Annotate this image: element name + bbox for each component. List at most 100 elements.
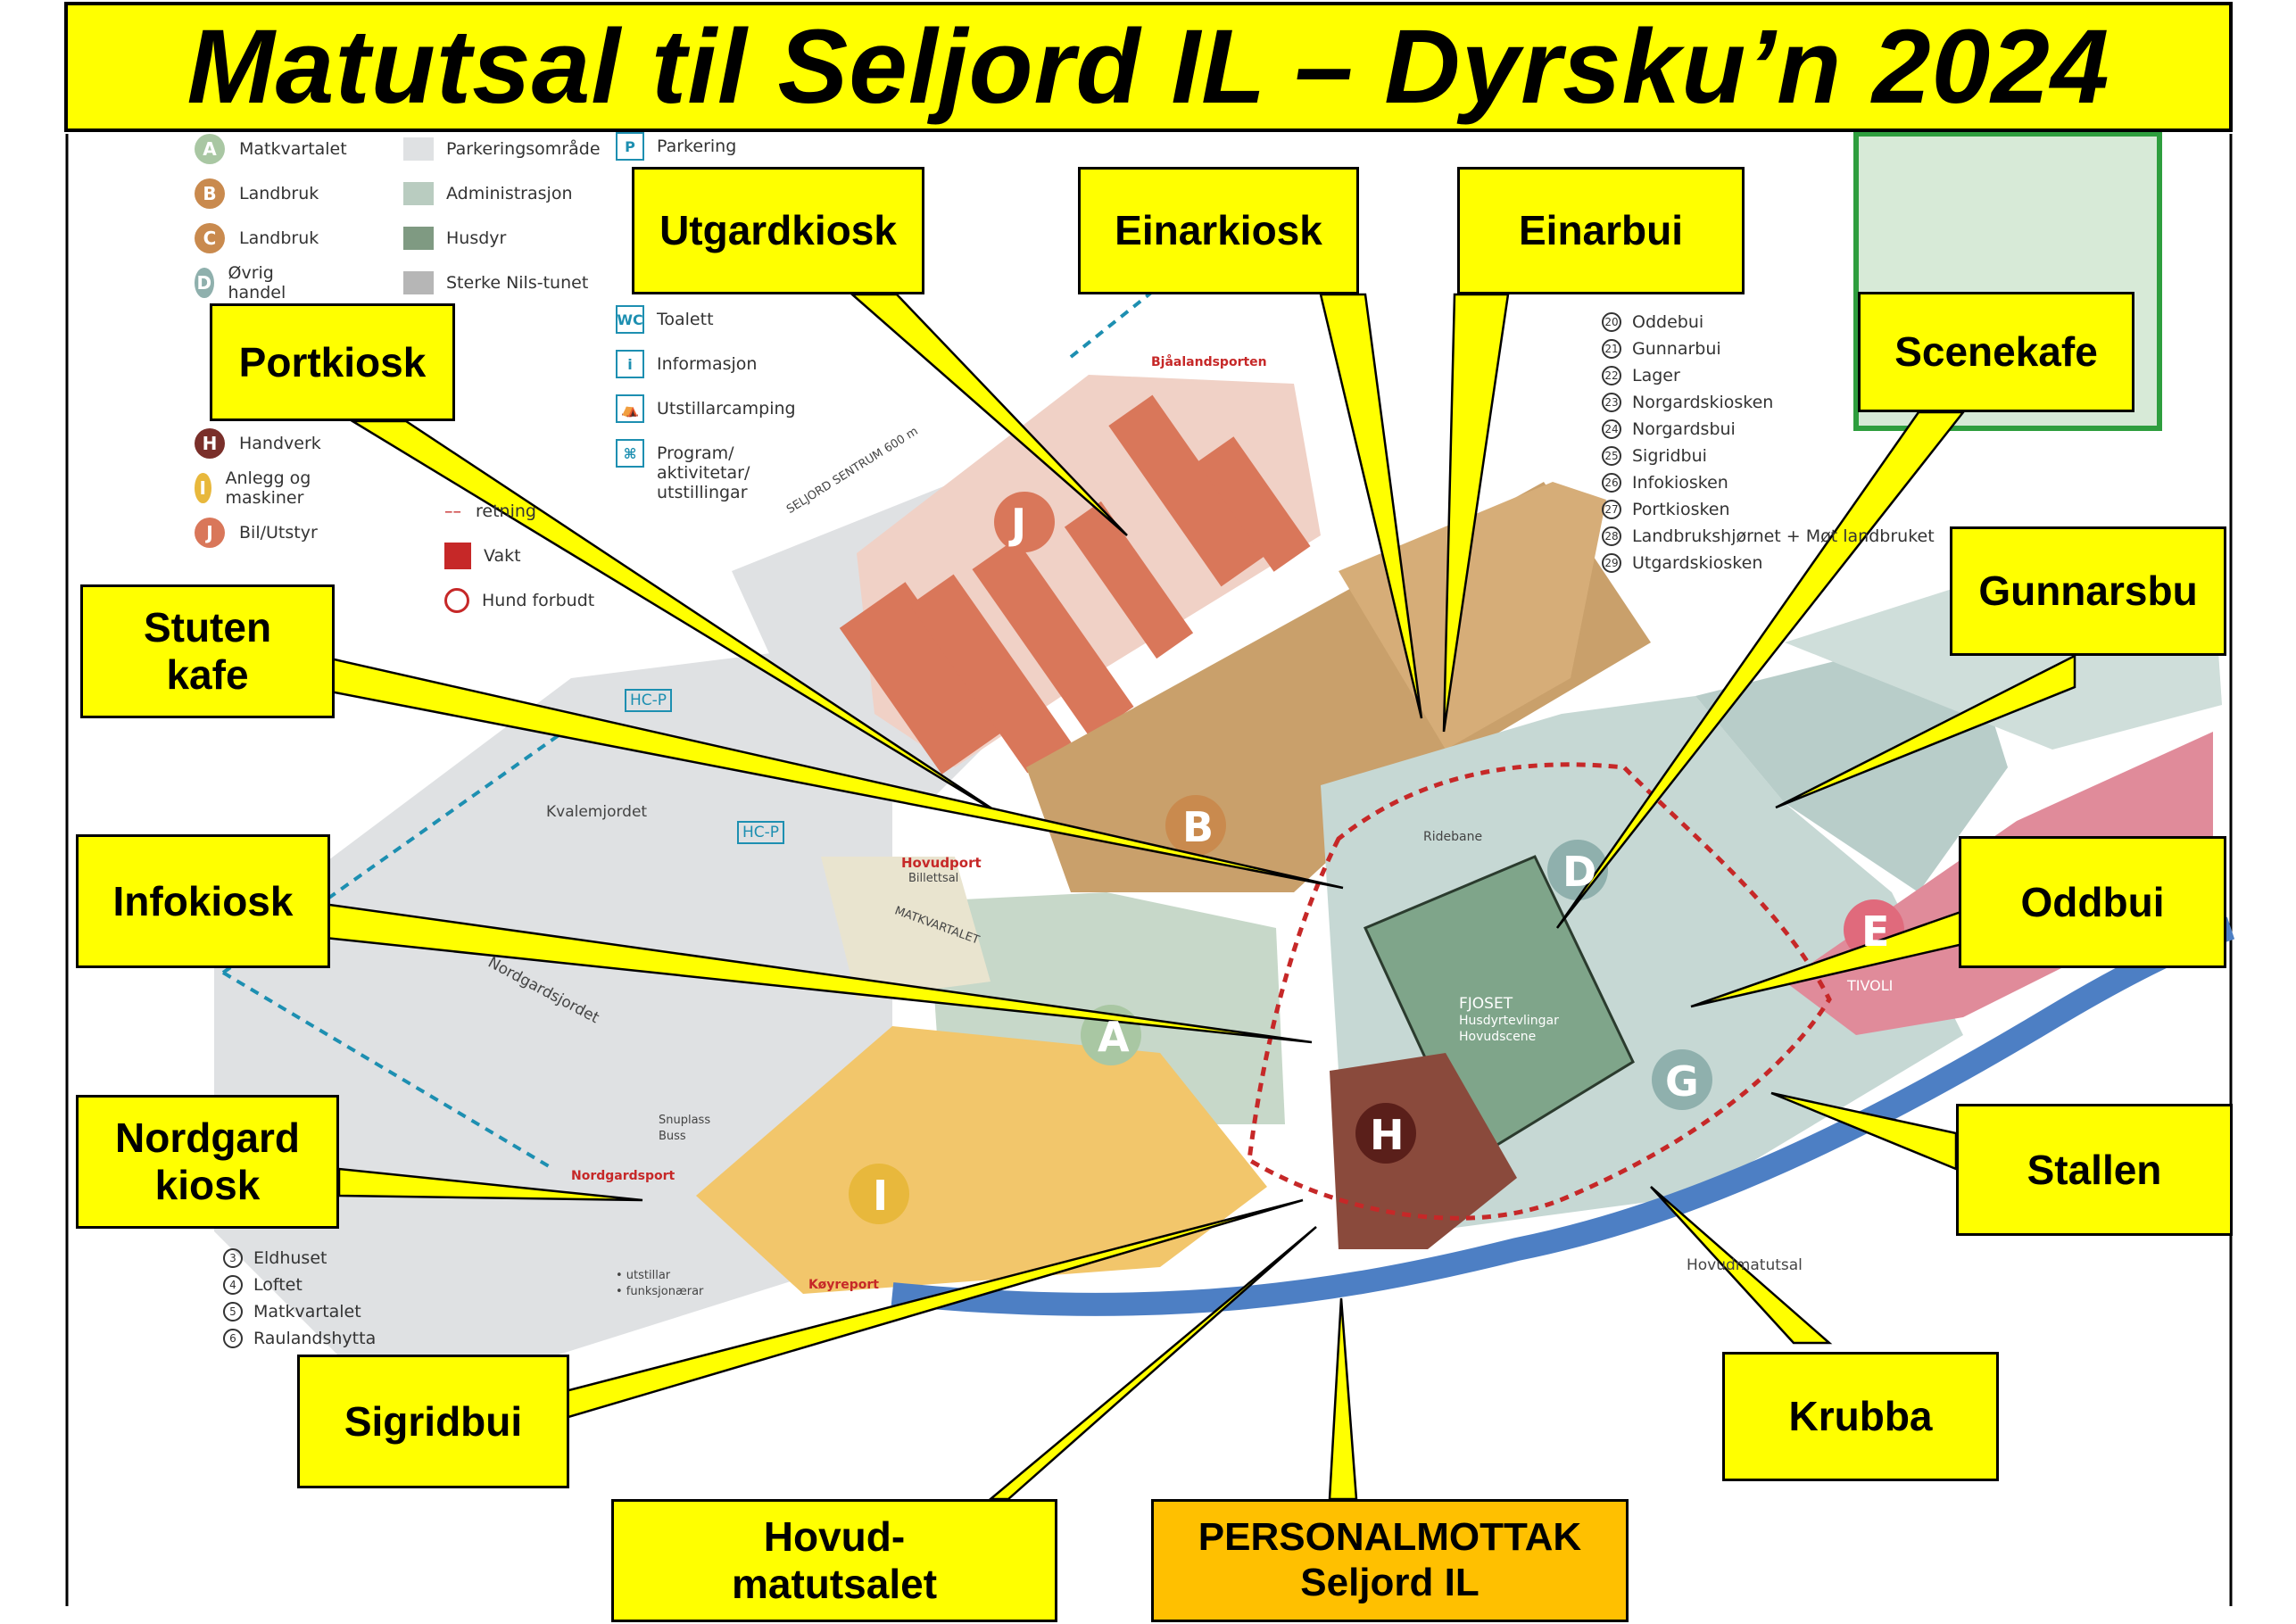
label-funksjonaerar: • funksjonærar <box>616 1285 704 1298</box>
direction-icon: –– <box>444 501 461 521</box>
zone-j-stand <box>1108 394 1265 587</box>
label-buss: Buss <box>659 1130 686 1143</box>
zone-b-letter: B <box>1182 803 1214 851</box>
callout-scenekafe: Scenekafe <box>1858 292 2134 412</box>
number-badge-icon: 26 <box>1602 473 1621 493</box>
number-badge-icon: 6 <box>223 1329 243 1348</box>
numbered-list-item: 25 Sigridbui <box>1602 443 1935 469</box>
river <box>891 916 2235 1316</box>
callout-pointers <box>315 293 2076 1501</box>
legend-zone-label: Matkvartalet <box>239 139 347 159</box>
numbered-list-label: Norgardsbui <box>1632 419 1736 439</box>
numbered-list-label: Oddebui <box>1632 312 1704 332</box>
callout-infokiosk: Infokiosk <box>76 834 330 968</box>
numbered-list-item: 6 Raulandshytta <box>223 1325 376 1352</box>
label-keyreport: Køyreport <box>808 1278 879 1292</box>
hc-parking-1: HC-P <box>625 689 673 712</box>
callout-utgardkiosk: Utgardkiosk <box>632 167 924 294</box>
label-fjoset: FJOSET <box>1459 995 1513 1013</box>
zone-i-letter: I <box>873 1172 889 1220</box>
legend-misc: ––retning Vakt Hund forbudt <box>444 489 594 623</box>
legend-area-label: Husdyr <box>446 228 507 248</box>
legend-area-item: Sterke Nils-tunet <box>403 261 601 305</box>
legend-zone-label: Landbruk <box>239 184 319 203</box>
zone-j-stand <box>972 538 1134 738</box>
label-bjaalandsporten: Bjåalandsporten <box>1151 355 1267 369</box>
info-icon: i <box>616 350 644 378</box>
program-icon: ⌘ <box>616 439 644 468</box>
zone-h-area <box>1330 1053 1517 1249</box>
legend-icon-label: Program/ <box>657 443 734 463</box>
zone-j-stand <box>1197 436 1311 572</box>
legend-zone-label: Anlegg og maskiner <box>225 468 311 508</box>
camping-icon: ⛺ <box>616 394 644 423</box>
callout-krubba: Krubba <box>1722 1352 1999 1481</box>
zone-j-stand <box>909 574 1072 774</box>
legend-area-item: Husdyr <box>403 216 601 261</box>
legend-area-label: Parkeringsområde <box>446 139 601 159</box>
label-snuplass: Snuplass <box>659 1114 711 1127</box>
number-badge-icon: 20 <box>1602 312 1621 332</box>
legend-misc-label: retning <box>476 501 536 521</box>
footpath <box>221 284 1162 1171</box>
page-title: Matutsal til Seljord IL – Dyrsku’n 2024 <box>186 8 2110 126</box>
number-badge-icon: 27 <box>1602 500 1621 519</box>
label-billettsal: Billettsal <box>908 872 959 885</box>
label-utstillar: • utstillar <box>616 1269 671 1282</box>
label-hovudmatutsal: Hovudmatutsal <box>1687 1256 1803 1274</box>
legend-line: utstillingar <box>657 483 748 502</box>
legend-area-item: Administrasjon <box>403 171 601 216</box>
label-ridebane: Ridebane <box>1423 830 1483 844</box>
legend-zone-label: Øvrig handel <box>228 263 286 302</box>
title-banner: Matutsal til Seljord IL – Dyrsku’n 2024 <box>64 2 2233 132</box>
callout-stallen: Stallen <box>1956 1104 2233 1236</box>
label-fjoset-sub2: Hovudscene <box>1459 1030 1537 1044</box>
zone-badge-icon: I <box>195 473 211 503</box>
numbered-list-item: 20 Oddebui <box>1602 309 1935 336</box>
callout-personalmottak: PERSONALMOTTAK Seljord IL <box>1151 1499 1629 1622</box>
matkvartalet-area <box>821 857 991 999</box>
numbered-list-label: Sigridbui <box>1632 446 1707 466</box>
label-hovudport: Hovudport <box>901 855 982 871</box>
label-fjoset-sub1: Husdyrtevlingar <box>1459 1014 1559 1028</box>
callout-hovudmatutsalet: Hovud- matutsalet <box>611 1499 1057 1622</box>
zone-badge-icon: D <box>195 268 214 298</box>
numbered-list-label: Infokiosken <box>1632 473 1728 493</box>
callout-nordgard-kiosk: Nordgard kiosk <box>76 1095 339 1229</box>
zone-badge-icon: C <box>195 223 225 253</box>
legend-icon-label: Utstillarcamping <box>657 399 796 418</box>
toilet-icon: WC <box>616 305 644 334</box>
zone-markers <box>849 492 1904 1224</box>
legend-icon-label: Informasjon <box>657 354 758 374</box>
zone-badge-icon: J <box>195 518 225 548</box>
zone-g-letter: G <box>1665 1057 1699 1106</box>
numbered-list-label: Utgardskiosken <box>1632 553 1763 573</box>
numbered-list-label: Gunnarbui <box>1632 339 1721 359</box>
legend-icon-extra: aktivitetar/ utstillingar <box>657 463 796 502</box>
number-badge-icon: 28 <box>1602 526 1621 546</box>
legend-misc-label: Hund forbudt <box>482 591 595 610</box>
hc-parking-2: HC-P <box>737 821 785 844</box>
label-nordgardsport: Nordgardsport <box>571 1169 676 1183</box>
no-dogs-icon <box>444 588 469 613</box>
zone-badge-icon: H <box>195 428 225 459</box>
numbered-list-label: Raulandshytta <box>253 1329 377 1348</box>
number-badge-icon: 23 <box>1602 393 1621 412</box>
area-swatch <box>403 227 434 250</box>
numbered-list-label: Eldhuset <box>253 1248 327 1268</box>
zone-j-stand <box>839 582 1008 775</box>
number-badge-icon: 25 <box>1602 446 1621 466</box>
